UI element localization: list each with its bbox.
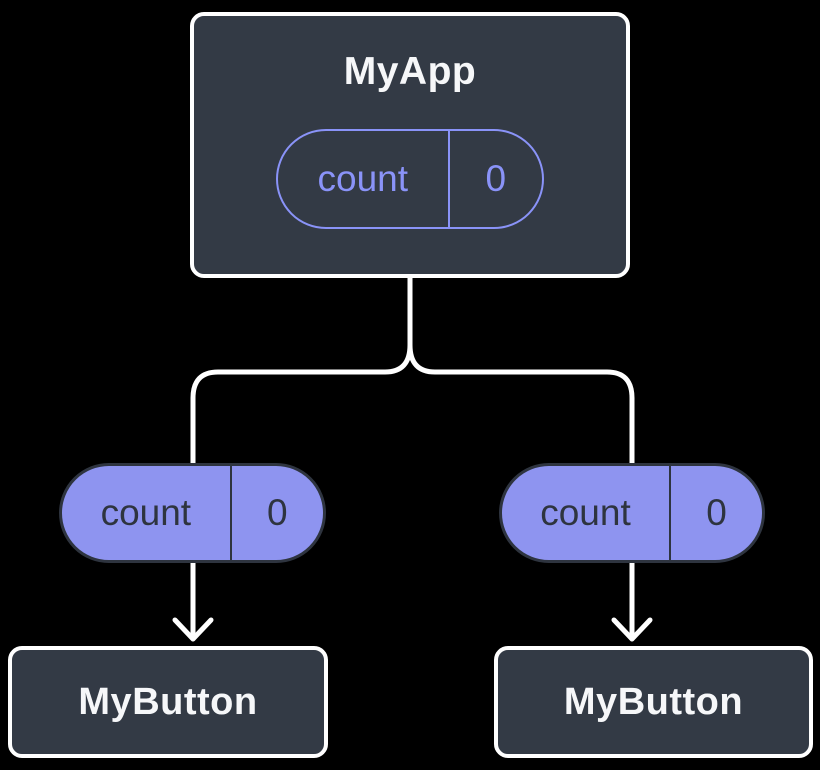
left-arrowhead-icon [172,617,214,642]
right-child-component-title: MyButton [563,681,744,723]
state-value: 0 [267,492,288,533]
state-value: 0 [485,158,507,199]
state-value: 0 [706,492,727,533]
right-prop-pill: count 0 [499,463,765,563]
root-state-pill: count 0 [276,129,544,229]
left-prop-pill: count 0 [59,463,326,563]
right-child-component-box: MyButton [494,646,813,758]
state-key: count [502,466,671,560]
left-child-component-box: MyButton [8,646,328,758]
root-component-title: MyApp [343,50,477,93]
state-key: count [278,131,450,227]
root-component-box: MyApp count 0 [190,12,630,278]
left-child-component-title: MyButton [78,681,258,723]
fork-connector-left-branch [190,273,413,468]
right-arrowhead-icon [611,617,653,642]
state-key: count [62,466,232,560]
fork-connector-right-branch [407,273,635,468]
